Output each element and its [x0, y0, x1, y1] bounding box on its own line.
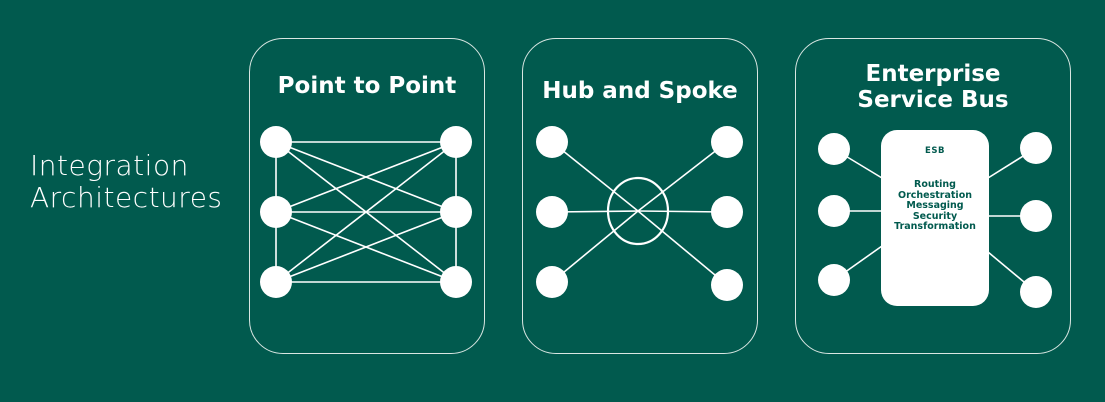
panel-title-line: Point to Point — [277, 73, 457, 99]
esb-label: ESB — [925, 146, 945, 156]
enterprise-service-bus-panel: Enterprise Service Bus — [795, 38, 1071, 354]
esb-functions-list: Routing Orchestration Messaging Security… — [881, 179, 989, 233]
esb-bus-box: ESB Routing Orchestration Messaging Secu… — [881, 130, 989, 306]
section-title-line-1: Integration — [30, 149, 189, 182]
panel-title-line: Service Bus — [857, 87, 1009, 113]
esb-function: Transformation — [894, 221, 976, 232]
section-title: Integration Architectures — [30, 150, 240, 214]
esb-function: Orchestration — [898, 189, 972, 201]
hub-and-spoke-title: Hub and Spoke — [523, 78, 757, 104]
section-title-line-2: Architectures — [30, 181, 223, 214]
point-to-point-panel: Point to Point — [249, 38, 485, 354]
hub-and-spoke-panel: Hub and Spoke — [522, 38, 758, 354]
panel-title-line: Enterprise — [865, 61, 1001, 87]
esb-function: Routing — [914, 179, 956, 190]
panel-title-line: Hub and Spoke — [542, 78, 738, 104]
esb-function: Messaging — [906, 200, 964, 211]
enterprise-service-bus-title: Enterprise Service Bus — [796, 61, 1070, 113]
point-to-point-title: Point to Point — [250, 73, 484, 99]
esb-function: Security — [912, 210, 958, 222]
